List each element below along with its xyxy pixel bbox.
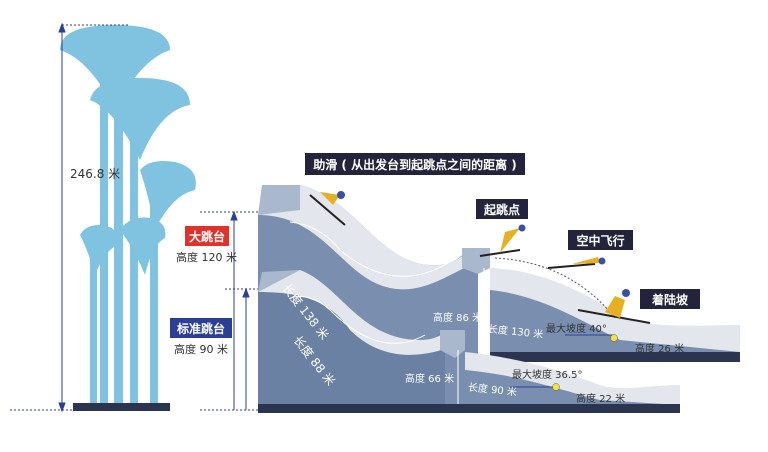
hill-height-arrows [200,210,262,411]
flight-title: 空中飞行 [568,230,633,250]
takeoff-title: 起跳点 [476,199,528,219]
large-hill-height: 高度 120 米 [176,251,237,264]
normal-hill-height: 高度 90 米 [174,343,228,356]
landing-title: 着陆坡 [640,289,700,309]
normal-hill-shape [258,270,680,413]
inrun-title: 助滑 ( 从出发台到起跳点之间的距离 ) [305,153,525,175]
large-max-slope: 最大坡度 40° [546,324,607,335]
normal-takeoff-height: 高度 66 米 [405,374,455,385]
normal-end-height: 高度 22 米 [576,394,626,405]
olympic-tower [60,25,196,411]
large-hill-badge: 大跳台 [185,226,229,246]
normal-max-slope: 最大坡度 36.5° [512,370,583,381]
skier-icons [309,191,651,324]
large-end-height: 高度 26 米 [635,344,685,355]
slope-markers [510,334,618,391]
tower-height-label: 246.8 米 [70,167,121,181]
large-takeoff-height: 高度 86 米 [433,313,483,324]
length-arrows [289,221,485,404]
tower-height-arrow [10,22,130,413]
normal-hill-badge: 标准跳台 [170,318,232,338]
